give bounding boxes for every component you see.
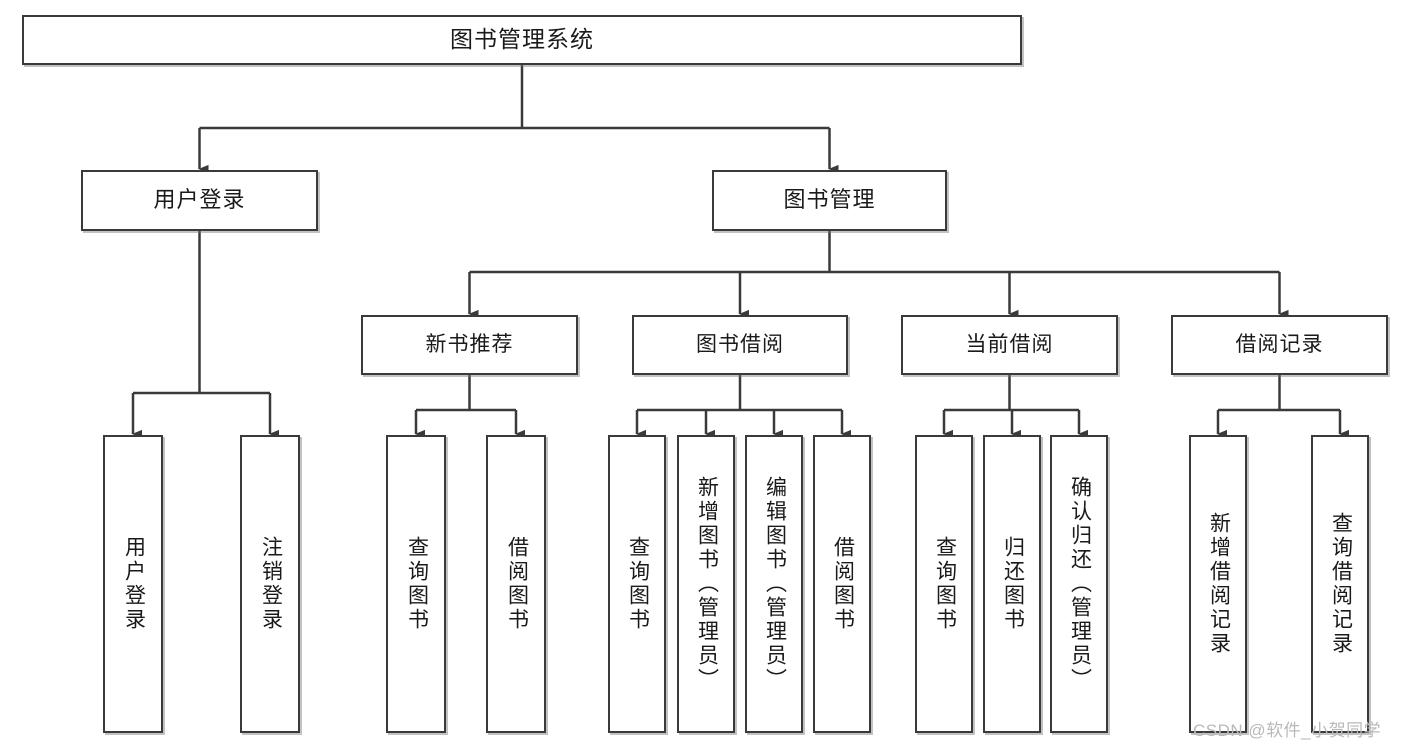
node-inner: 借阅图书 [488,437,544,731]
node-inner: 当前借阅 [903,317,1116,373]
node-leaf-bo-lend[interactable]: 借阅图书 [813,435,871,733]
node-label-leaf-nb-query: 查询图书 [405,536,429,632]
node-leaf-cu-confirm[interactable]: 确认归还（管理员） [1050,435,1108,733]
node-label-leaf-user-login: 用户登录 [122,536,146,632]
node-leaf-user-login[interactable]: 用户登录 [103,435,163,733]
node-inner: 新增图书（管理员） [679,437,733,731]
node-root[interactable]: 图书管理系统 [22,15,1022,65]
node-label-leaf-rc-add: 新增借阅记录 [1207,512,1231,656]
node-leaf-cu-query[interactable]: 查询图书 [915,435,973,733]
node-inner: 图书管理 [714,172,945,229]
node-leaf-bo-add[interactable]: 新增图书（管理员） [677,435,735,733]
node-leaf-bo-query[interactable]: 查询图书 [608,435,666,733]
node-inner: 新增借阅记录 [1191,437,1245,731]
node-label-leaf-cu-return: 归还图书 [1001,536,1025,632]
node-inner: 查询借阅记录 [1313,437,1367,731]
node-label-leaf-cu-query: 查询图书 [933,536,957,632]
node-borrow[interactable]: 图书借阅 [632,315,848,375]
node-leaf-nb-query[interactable]: 查询图书 [386,435,446,733]
node-label-login: 用户登录 [153,187,246,213]
node-inner: 确认归还（管理员） [1052,437,1106,731]
node-inner: 归还图书 [985,437,1039,731]
node-inner: 用户登录 [83,172,316,229]
node-inner: 查询图书 [388,437,444,731]
node-label-leaf-bo-query: 查询图书 [626,536,650,632]
node-leaf-cu-return[interactable]: 归还图书 [983,435,1041,733]
node-leaf-rc-query[interactable]: 查询借阅记录 [1311,435,1369,733]
node-label-borrow: 图书借阅 [696,333,784,357]
node-leaf-logout[interactable]: 注销登录 [240,435,300,733]
node-leaf-rc-add[interactable]: 新增借阅记录 [1189,435,1247,733]
node-label-leaf-bo-lend: 借阅图书 [831,536,855,632]
node-label-leaf-cu-confirm: 确认归还（管理员） [1068,476,1092,692]
node-current[interactable]: 当前借阅 [901,315,1118,375]
node-label-bookmgmt: 图书管理 [783,187,876,213]
node-inner: 图书借阅 [634,317,846,373]
node-inner: 新书推荐 [363,317,576,373]
node-label-records: 借阅记录 [1235,333,1324,357]
watermark-text: CSDN @软件_小贺同学 [1193,721,1382,740]
node-inner: 借阅记录 [1173,317,1386,373]
node-leaf-bo-edit[interactable]: 编辑图书（管理员） [745,435,803,733]
node-inner: 查询图书 [610,437,664,731]
node-label-leaf-bo-edit: 编辑图书（管理员） [763,476,787,692]
node-label-newbook: 新书推荐 [425,333,514,357]
node-label-root: 图书管理系统 [450,26,594,53]
node-label-leaf-rc-query: 查询借阅记录 [1329,512,1353,656]
node-login[interactable]: 用户登录 [81,170,318,231]
node-inner: 查询图书 [917,437,971,731]
node-leaf-nb-borrow[interactable]: 借阅图书 [486,435,546,733]
node-label-leaf-bo-add: 新增图书（管理员） [695,476,719,692]
node-bookmgmt[interactable]: 图书管理 [712,170,947,231]
node-inner: 图书管理系统 [24,17,1020,63]
node-inner: 用户登录 [105,437,161,731]
node-label-leaf-nb-borrow: 借阅图书 [505,536,529,632]
node-label-leaf-logout: 注销登录 [259,536,283,632]
node-inner: 注销登录 [242,437,298,731]
node-newbook[interactable]: 新书推荐 [361,315,578,375]
node-records[interactable]: 借阅记录 [1171,315,1388,375]
node-label-current: 当前借阅 [965,333,1054,357]
node-inner: 编辑图书（管理员） [747,437,801,731]
edge-group [131,65,1349,439]
node-inner: 借阅图书 [815,437,869,731]
